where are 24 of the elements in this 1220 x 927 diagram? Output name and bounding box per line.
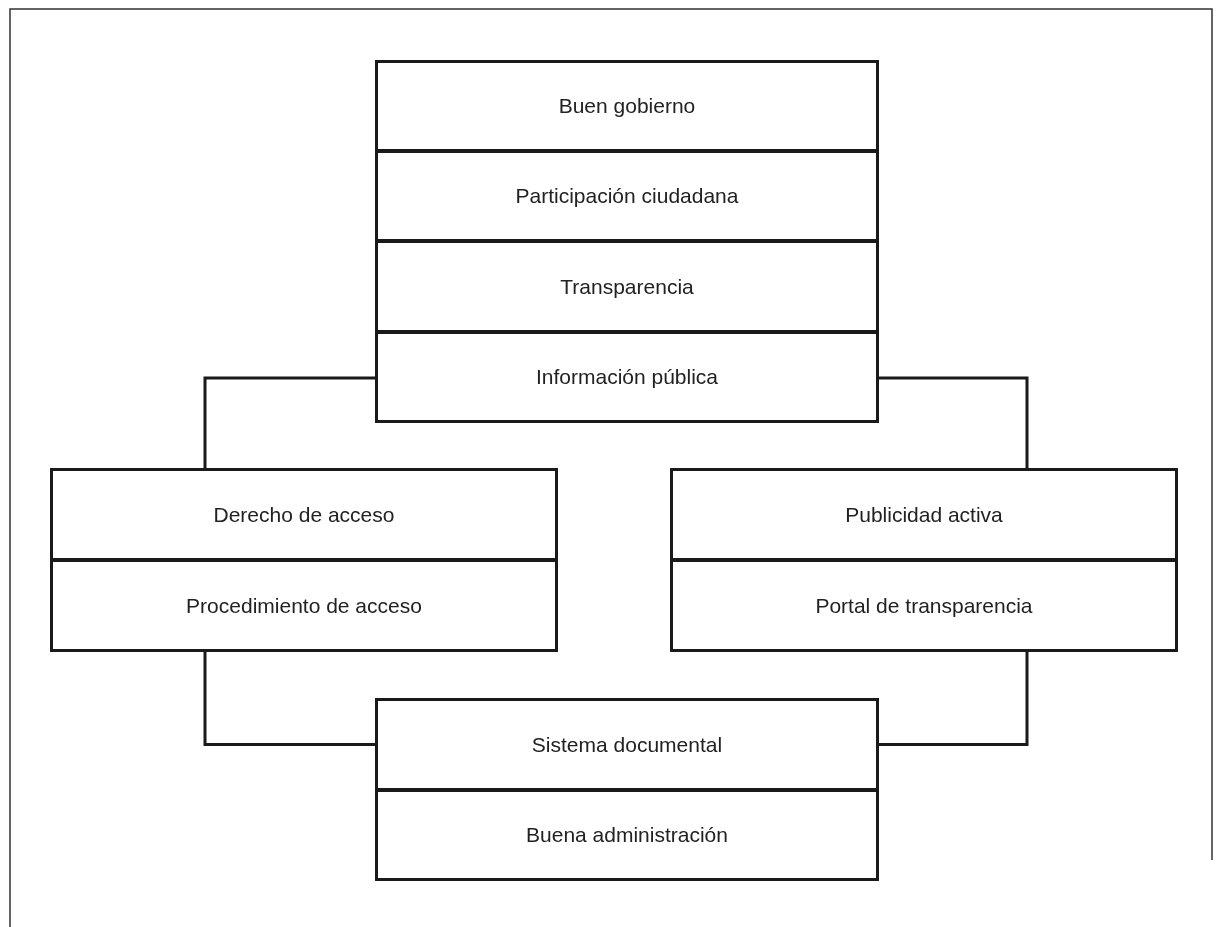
box-label: Participación ciudadana: [515, 184, 739, 208]
text-box: [50, 559, 558, 652]
box-label: Buena administración: [526, 823, 728, 847]
box-label: Información pública: [535, 365, 719, 389]
box-label: Sistema documental: [531, 732, 723, 757]
connector-line: [879, 652, 1029, 746]
text-box: [375, 150, 879, 242]
box-label: Buen gobierno: [558, 94, 696, 118]
text-box: [670, 559, 1178, 652]
connector-line: [203, 376, 375, 468]
text-box: [375, 698, 879, 791]
text-box: [375, 240, 879, 333]
box-label: Derecho de acceso: [213, 502, 395, 527]
box-label: Transparencia: [560, 274, 694, 299]
box-label: Publicidad activa: [845, 502, 1003, 527]
box-label: Portal de transparencia: [815, 593, 1033, 618]
text-box: [50, 468, 558, 561]
box-label: Procedimiento de acceso: [186, 593, 422, 618]
text-box: [670, 468, 1178, 561]
connector-line: [203, 652, 375, 746]
connector-line: [879, 376, 1029, 468]
text-box: [375, 789, 879, 881]
text-box: [375, 60, 879, 152]
text-box: [375, 331, 879, 423]
